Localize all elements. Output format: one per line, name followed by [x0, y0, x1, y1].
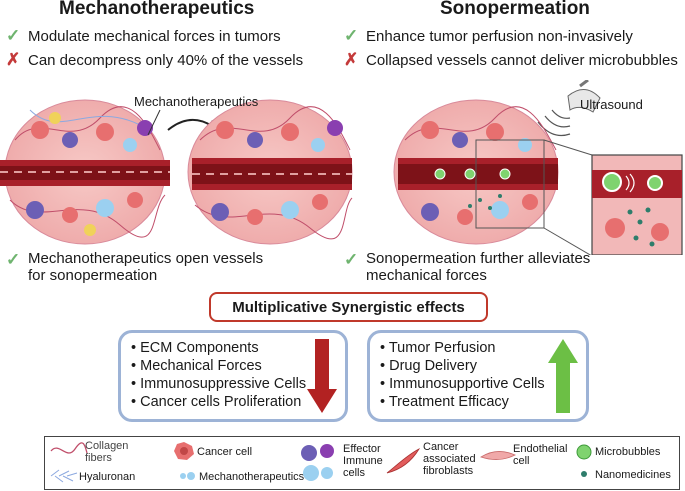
right-con-line: ✗ Collapsed vessels cannot deliver micro…	[344, 50, 678, 70]
increase-box: • Tumor Perfusion • Drug Delivery • Immu…	[367, 330, 589, 422]
tumor-before	[0, 99, 170, 245]
right-result-line2: mechanical forces	[366, 267, 487, 284]
cross-icon: ✗	[344, 50, 359, 69]
legend-microbubbles: Microbubbles	[595, 446, 661, 458]
cross-icon: ✗	[6, 50, 21, 69]
cancer-cell-icon	[174, 442, 194, 460]
fibroblast-icon	[386, 448, 421, 474]
legend-nanomedicines: Nanomedicines	[595, 469, 671, 481]
arrow-label: Mechanotherapeutics	[134, 94, 259, 109]
check-icon: ✓	[344, 250, 359, 269]
decrease-item: • Immunosuppressive Cells	[131, 376, 307, 392]
immune-cell-icon	[301, 444, 334, 481]
hyaluronan-icon	[50, 469, 78, 483]
mechanotherapeutics-icon	[180, 472, 195, 480]
legend-cancer-cell: Cancer cell	[197, 446, 253, 458]
ultrasound-probe-icon	[537, 80, 601, 137]
decrease-item: • ECM Components	[131, 340, 259, 356]
right-pro-line: ✓ Enhance tumor perfusion non-invasively	[344, 26, 633, 46]
increase-item: • Treatment Efficacy	[380, 394, 509, 410]
down-arrow-icon	[307, 339, 337, 413]
decrease-box: • ECM Components • Mechanical Forces • I…	[118, 330, 348, 422]
left-con-text: Can decompress only 40% of the vessels	[28, 51, 304, 69]
sonopermeation-title: Sonopermeation	[440, 0, 590, 19]
microbubble-icon	[576, 444, 592, 460]
mechanotherapeutics-title: Mechanotherapeutics	[59, 0, 255, 19]
endothelial-icon	[480, 451, 516, 460]
increase-item: • Tumor Perfusion	[380, 340, 496, 356]
check-icon: ✓	[344, 26, 359, 45]
right-result-line1: Sonopermeation further alleviates	[366, 250, 591, 267]
legend-mechanotherapeutics: Mechanotherapeutics	[199, 471, 305, 483]
left-pro-text: Modulate mechanical forces in tumors	[28, 27, 281, 45]
tumor-sonopermeation	[393, 99, 559, 245]
increase-item: • Drug Delivery	[380, 358, 477, 374]
decrease-item: • Mechanical Forces	[131, 358, 262, 374]
ultrasound-label: Ultrasound	[580, 97, 643, 112]
increase-item: • Immunosupportive Cells	[380, 376, 545, 392]
tumor-illustrations	[0, 80, 683, 255]
check-icon: ✓	[6, 250, 21, 269]
collagen-icon	[50, 442, 88, 454]
decrease-item: • Cancer cells Proliferation	[131, 394, 302, 410]
right-con-text: Collapsed vessels cannot deliver microbu…	[366, 51, 678, 69]
right-result: ✓ Sonopermeation further alleviates mech…	[344, 250, 590, 284]
left-result-line1: Mechanotherapeutics open vessels	[28, 250, 264, 267]
zoom-inset	[591, 154, 683, 255]
left-result: ✓ Mechanotherapeutics open vessels for s…	[6, 250, 263, 284]
nanomedicine-icon	[581, 471, 587, 477]
right-pro-text: Enhance tumor perfusion non-invasively	[366, 27, 633, 45]
synergy-title: Multiplicative Synergistic effects	[209, 292, 488, 322]
left-pro-line: ✓ Modulate mechanical forces in tumors	[6, 26, 281, 46]
left-result-line2: for sonopermeation	[28, 267, 158, 284]
left-con-line: ✗ Can decompress only 40% of the vessels	[6, 50, 303, 70]
tumor-after	[187, 99, 353, 245]
legend-hyaluronan: Hyaluronan	[79, 471, 136, 483]
up-arrow-icon	[548, 339, 578, 413]
check-icon: ✓	[6, 26, 21, 45]
